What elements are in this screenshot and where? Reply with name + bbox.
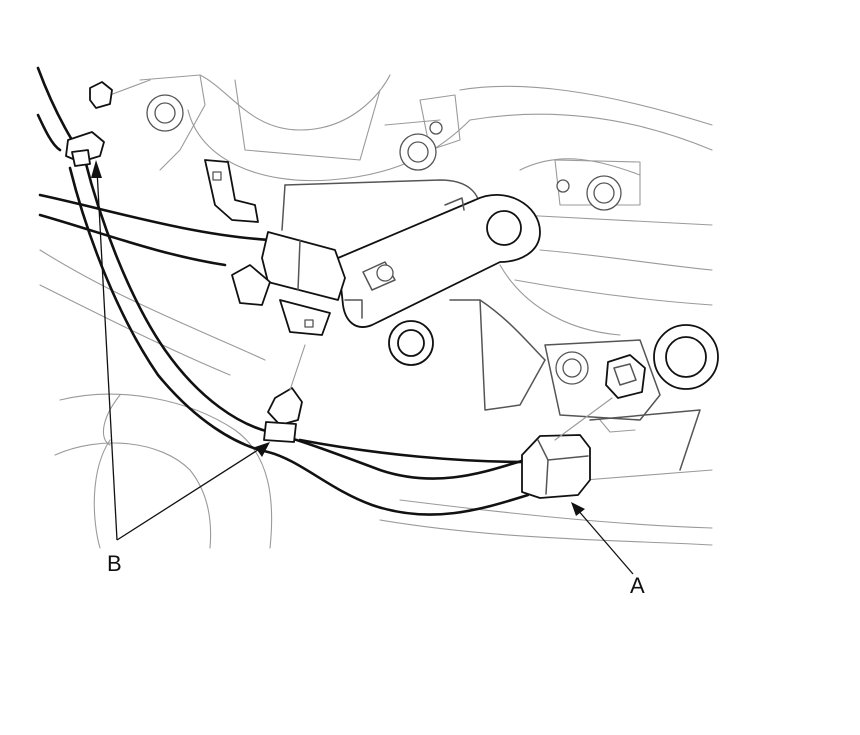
sensor-connector xyxy=(554,354,646,441)
bolt-icon xyxy=(429,121,443,135)
engine-block-background xyxy=(39,74,713,549)
bolt-icon xyxy=(555,351,589,385)
callout-label-b: B xyxy=(107,551,122,576)
connector-a xyxy=(521,434,591,499)
bolt-icon xyxy=(653,324,719,390)
bolt-icon xyxy=(556,175,622,211)
callout-label-a: A xyxy=(630,573,645,598)
top-wires xyxy=(36,66,113,152)
bolt-icon xyxy=(399,133,437,171)
upper-hose xyxy=(38,159,346,336)
bolt-icon xyxy=(146,94,184,132)
harness-clip-middle xyxy=(263,344,306,443)
mount-bracket xyxy=(337,194,541,328)
bolt-icon xyxy=(388,320,434,366)
mounting-bolts xyxy=(146,94,719,390)
harness-clip-upper xyxy=(65,131,105,167)
leader-lines xyxy=(91,160,634,575)
